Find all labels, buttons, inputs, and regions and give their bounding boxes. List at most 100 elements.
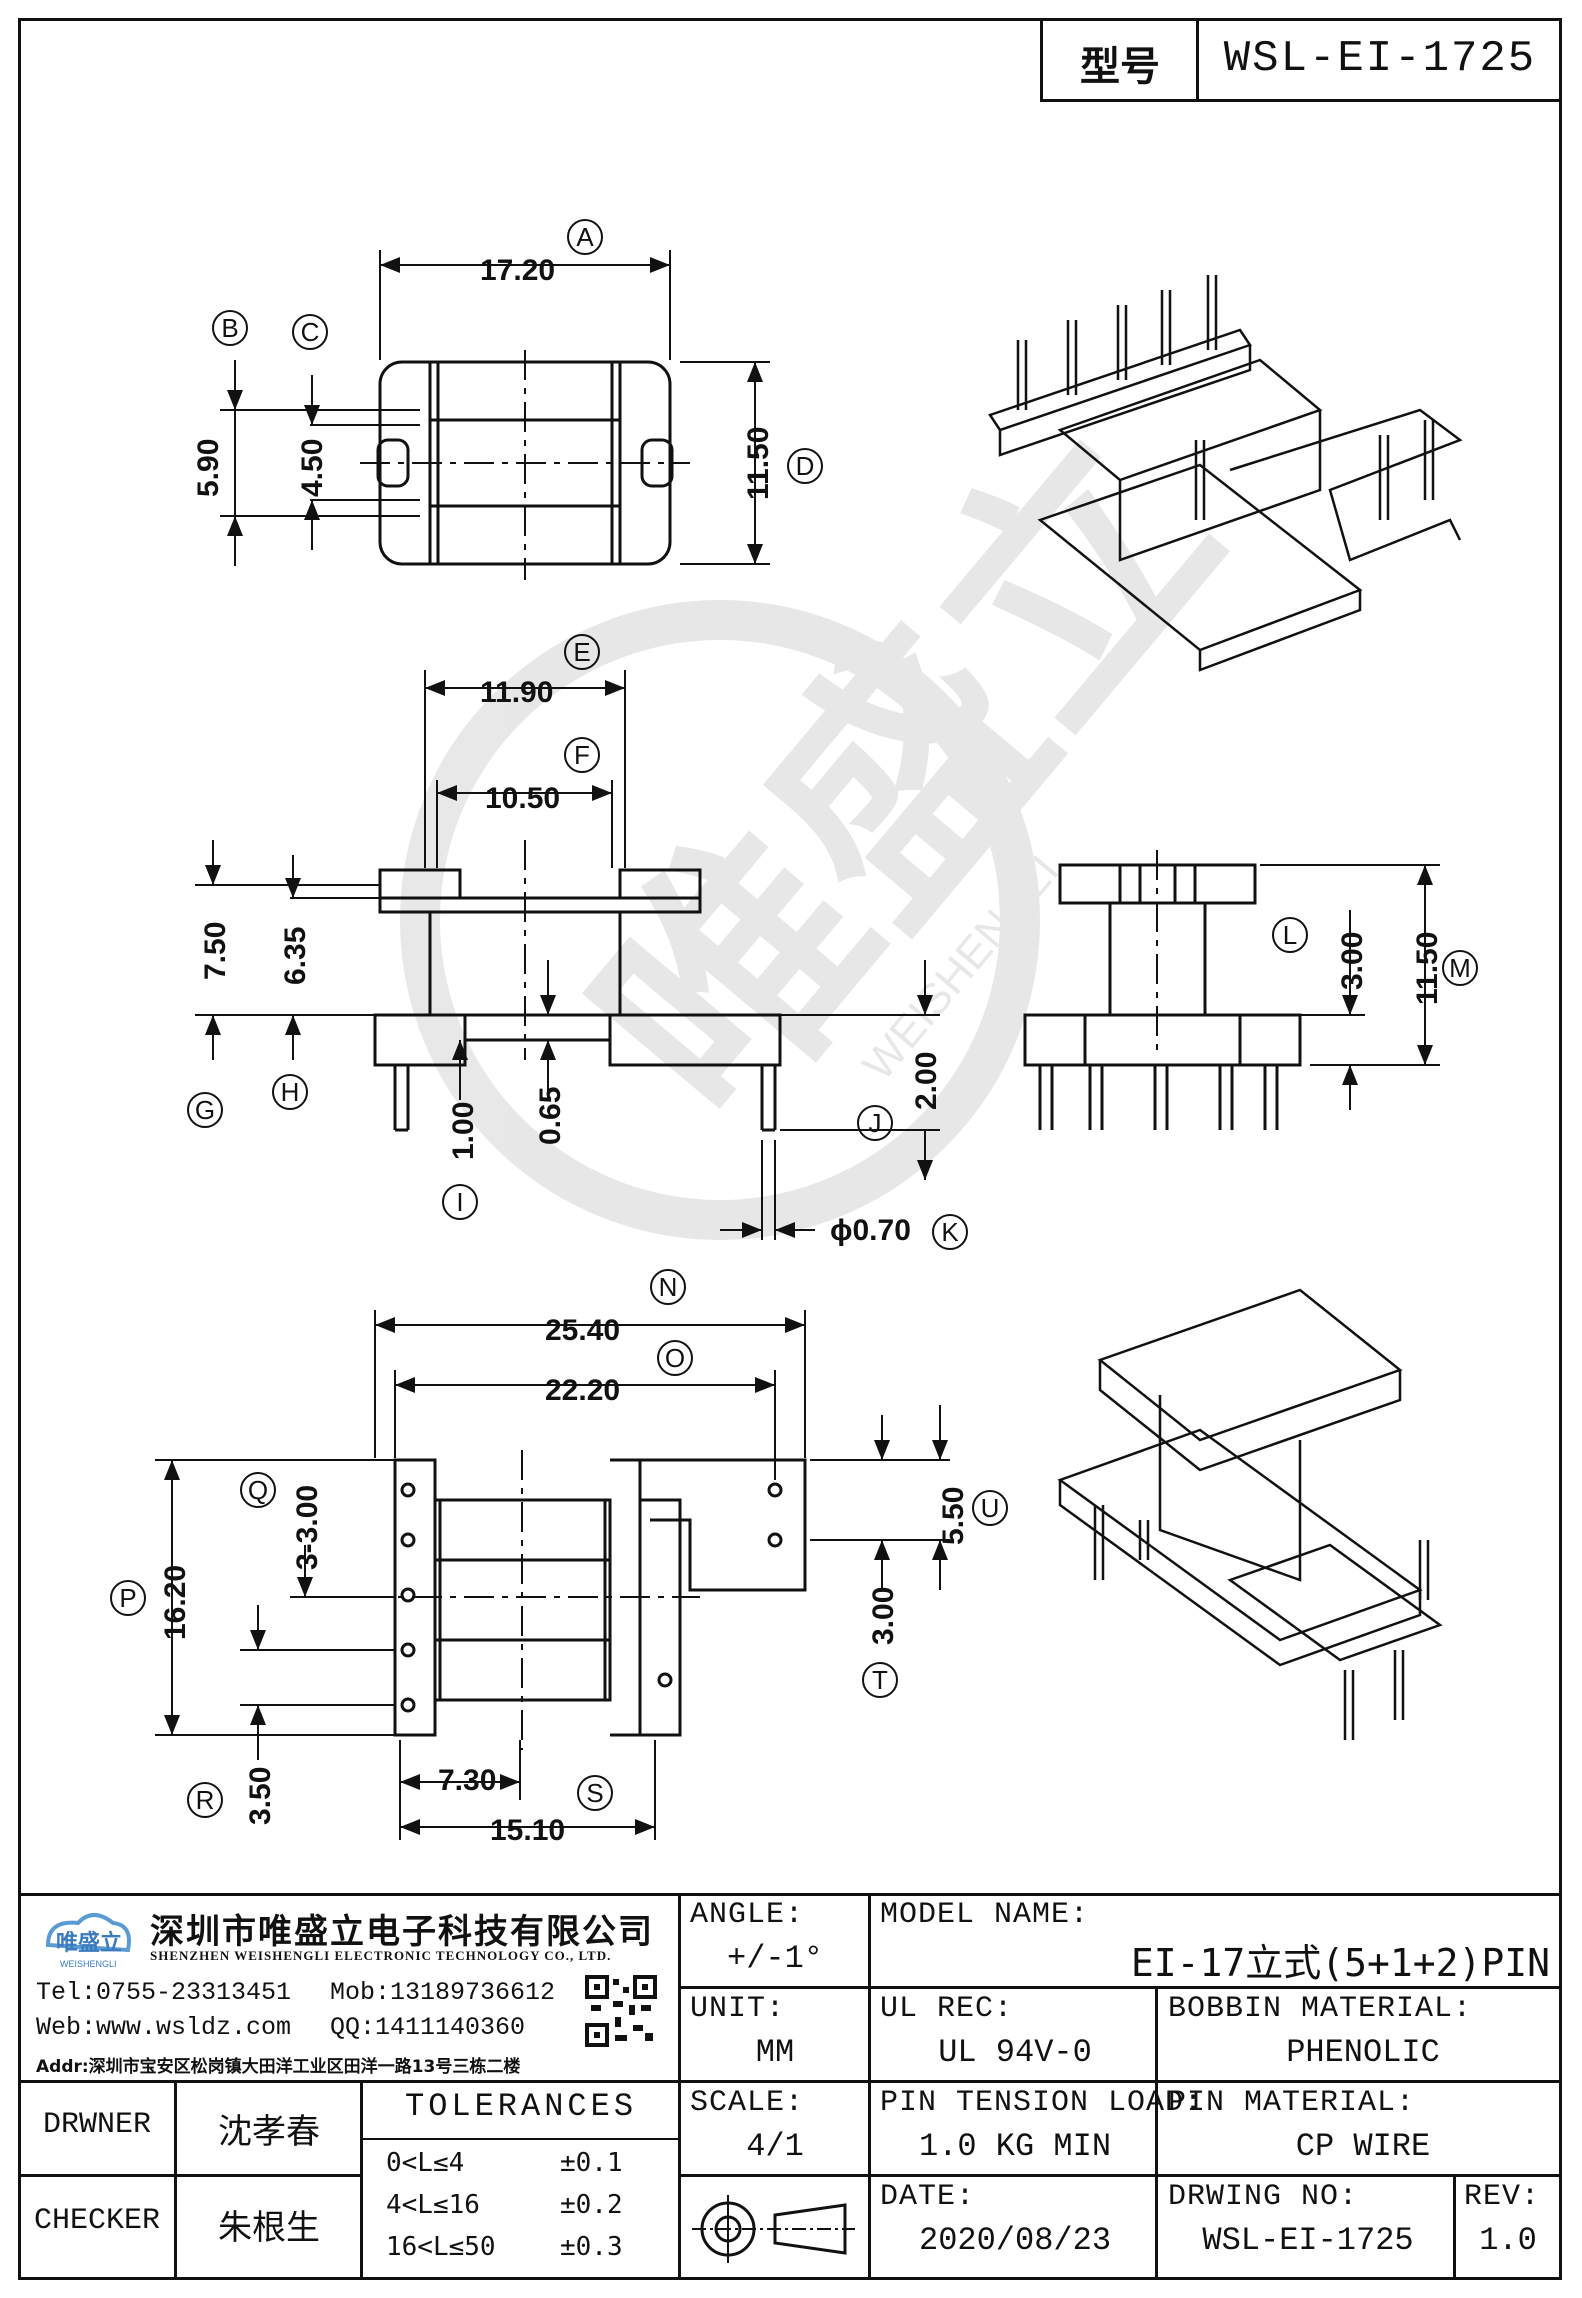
callout-N: N <box>659 1272 678 1302</box>
company-name-cn: 深圳市唯盛立电子科技有限公司 <box>150 1912 654 1952</box>
dim-11-50-side: 11.50 <box>1411 932 1444 1005</box>
callout-F: F <box>574 740 590 770</box>
model-name-value: EI-17立式(5+1+2)PIN <box>1130 1941 1550 1985</box>
dim-11-50-top: 11.50 <box>742 427 775 500</box>
dim-2-00: 2.00 <box>910 1052 943 1110</box>
dim-15-10: 15.10 <box>490 1814 565 1847</box>
dim-11-90: 11.90 <box>480 676 553 709</box>
rev-label: REV: <box>1464 2180 1541 2214</box>
dim-3-3-00: 3-3.00 <box>291 1485 324 1570</box>
angle-value: +/-1° <box>726 1940 823 1977</box>
side-view <box>1023 850 1302 1130</box>
drawner-value: 沈孝春 <box>218 2112 320 2152</box>
tol-row-2-range: 4<L≤16 <box>386 2190 480 2220</box>
callout-D: D <box>796 451 815 481</box>
dim-22-20: 22.20 <box>545 1374 620 1407</box>
ul-rec-value: UL 94V-0 <box>938 2034 1092 2071</box>
contact-addr: Addr:深圳市宝安区松岗镇大田洋工业区田洋一路13号三栋二楼 <box>36 2057 521 2077</box>
company-name-en: SHENZHEN WEISHENGLI ELECTRONIC TECHNOLOG… <box>150 1948 612 1963</box>
model-header-box <box>1040 20 1560 102</box>
pin-material-value: CP WIRE <box>1295 2128 1431 2165</box>
callout-T: T <box>872 1665 888 1695</box>
callout-P: P <box>119 1583 136 1613</box>
model-header-label: 型号 <box>1080 44 1160 90</box>
callout-H: H <box>281 1077 300 1107</box>
callout-R: R <box>196 1785 215 1815</box>
technical-drawing: 唯盛立 WEISHENGLI <box>110 219 1478 1847</box>
callout-U: U <box>981 1493 1000 1523</box>
date-label: DATE: <box>880 2180 976 2214</box>
company-logo: 唯盛立 WEISHENGLI <box>45 1913 131 1969</box>
top-view <box>360 350 690 580</box>
scale-label: SCALE: <box>690 2086 805 2120</box>
tol-row-3-tol: ±0.3 <box>560 2232 623 2262</box>
drawner-label: DRWNER <box>42 2108 152 2142</box>
pin-tension-value: 1.0 KG MIN <box>918 2128 1112 2165</box>
dim-3-00-bottom: 3.00 <box>867 1587 900 1645</box>
date-value: 2020/08/23 <box>918 2222 1112 2259</box>
callout-Q: Q <box>248 1475 268 1505</box>
callout-E: E <box>573 637 590 667</box>
tol-row-1-tol: ±0.1 <box>560 2148 623 2178</box>
scale-value: 4/1 <box>746 2128 804 2165</box>
logo-text: 唯盛立 <box>56 1930 122 1955</box>
dim-25-40: 25.40 <box>545 1314 620 1347</box>
contact-mob: Mob:13189736612 <box>330 1978 556 2007</box>
dim-phi-0-70: ϕ0.70 <box>830 1214 911 1247</box>
drawing-no-label: DRWING NO: <box>1168 2180 1359 2214</box>
callout-K: K <box>941 1217 959 1247</box>
dim-3-00-side: 3.00 <box>1336 932 1369 990</box>
projection-symbol-icon <box>692 2195 855 2263</box>
model-name-label: MODEL NAME: <box>880 1898 1090 1932</box>
callout-A: A <box>576 222 594 252</box>
unit-label: UNIT: <box>690 1992 786 2026</box>
callout-O: O <box>665 1343 685 1373</box>
dim-5-50: 5.50 <box>937 1487 970 1545</box>
contact-tel: Tel:0755-23313451 <box>36 1978 292 2007</box>
bottom-view <box>360 1450 807 1750</box>
pin-material-label: PIN MATERIAL: <box>1168 2086 1416 2120</box>
dim-16-20: 16.20 <box>159 1565 192 1640</box>
checker-value: 朱根生 <box>218 2208 320 2248</box>
dim-4-50: 4.50 <box>296 439 329 497</box>
dim-1-00: 1.00 <box>447 1102 480 1160</box>
dim-7-30: 7.30 <box>438 1764 496 1797</box>
isometric-view-bottom <box>1057 1288 1443 1740</box>
callout-L: L <box>1283 920 1297 950</box>
checker-label: CHECKER <box>33 2204 161 2238</box>
dim-5-90: 5.90 <box>192 439 225 497</box>
front-view <box>373 840 782 1132</box>
tol-row-1-range: 0<L≤4 <box>386 2148 465 2178</box>
drawing-no-value: WSL-EI-1725 <box>1202 2222 1414 2259</box>
dim-3-50: 3.50 <box>244 1767 277 1825</box>
isometric-view-top <box>988 275 1463 672</box>
callout-S: S <box>586 1778 603 1808</box>
bobbin-material-value: PHENOLIC <box>1286 2034 1440 2071</box>
logo-sub: WEISHENGLI <box>60 1959 117 1969</box>
callout-C: C <box>301 317 320 347</box>
ul-rec-label: UL REC: <box>880 1992 1014 2026</box>
callout-J: J <box>869 1108 882 1138</box>
callout-I: I <box>456 1187 463 1217</box>
tol-row-3-range: 16<L≤50 <box>386 2232 496 2262</box>
model-header-value: WSL-EI-1725 <box>1223 34 1537 84</box>
contact-web: Web:www.wsldz.com <box>36 2013 292 2042</box>
pin-tension-label: PIN TENSION LOAD: <box>880 2086 1204 2120</box>
bobbin-material-label: BOBBIN MATERIAL: <box>1168 1992 1473 2026</box>
dim-17-20: 17.20 <box>480 254 555 287</box>
dim-10-50: 10.50 <box>485 782 560 815</box>
unit-value: MM <box>755 2034 795 2071</box>
dim-7-50: 7.50 <box>199 922 232 980</box>
callout-M: M <box>1449 953 1471 983</box>
tol-row-2-tol: ±0.2 <box>560 2190 623 2220</box>
dim-0-65: 0.65 <box>534 1087 567 1145</box>
angle-label: ANGLE: <box>690 1898 805 1932</box>
dim-6-35: 6.35 <box>279 927 312 985</box>
qr-code <box>585 1975 657 2047</box>
callout-G: G <box>195 1095 215 1125</box>
callout-B: B <box>221 313 238 343</box>
contact-qq: QQ:1411140360 <box>330 2013 526 2042</box>
tolerances-label: TOLERANCES <box>404 2088 638 2125</box>
rev-value: 1.0 <box>1479 2222 1537 2259</box>
drawing-sheet <box>18 18 1562 2280</box>
